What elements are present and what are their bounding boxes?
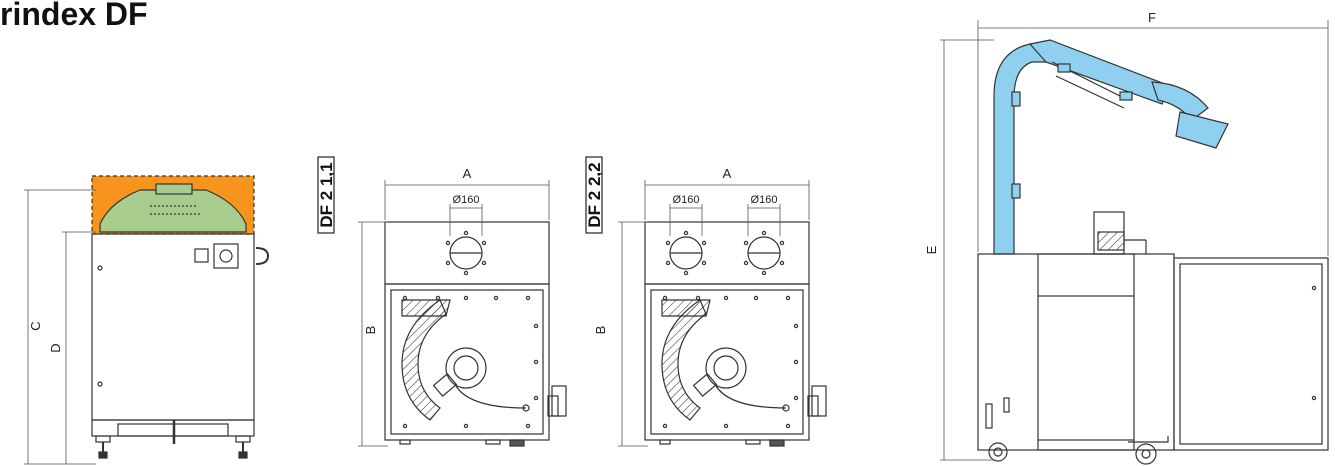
dimension-lines-arm [940,20,1329,461]
model-label-1: DF 2 1,1 [317,162,336,227]
extraction-arm [993,39,1229,255]
dimension-lines-2 [618,180,810,447]
dim-port2a-label: Ø160 [673,194,700,206]
unit-with-arm [977,211,1329,465]
dim-port1-label: Ø160 [453,194,480,206]
unit-front-view-2 [644,221,827,447]
dim-b2-label: B [593,326,608,335]
cabinet-body [91,233,255,421]
hood-dome [99,189,247,233]
model-label-2: DF 2 2,2 [585,162,604,227]
dim-a1-label: A [463,166,472,181]
control-panel [213,243,239,269]
dim-port2b-label: Ø160 [751,194,778,206]
dim-a2-label: A [723,166,732,181]
dimension-lines-side [24,189,96,465]
dimension-lines-1 [358,180,550,447]
dim-e-label: E [924,245,939,254]
dim-c-label: C [28,321,43,330]
dim-d-label: D [48,343,63,352]
dim-b1-label: B [363,326,378,335]
product-title: rindex DF [0,0,148,32]
dim-f-label: F [1148,10,1156,25]
unit-front-view-1 [384,221,567,447]
model-label-box-2 [585,156,603,234]
unit-side-view [91,175,270,459]
model-label-box-1 [317,156,335,234]
